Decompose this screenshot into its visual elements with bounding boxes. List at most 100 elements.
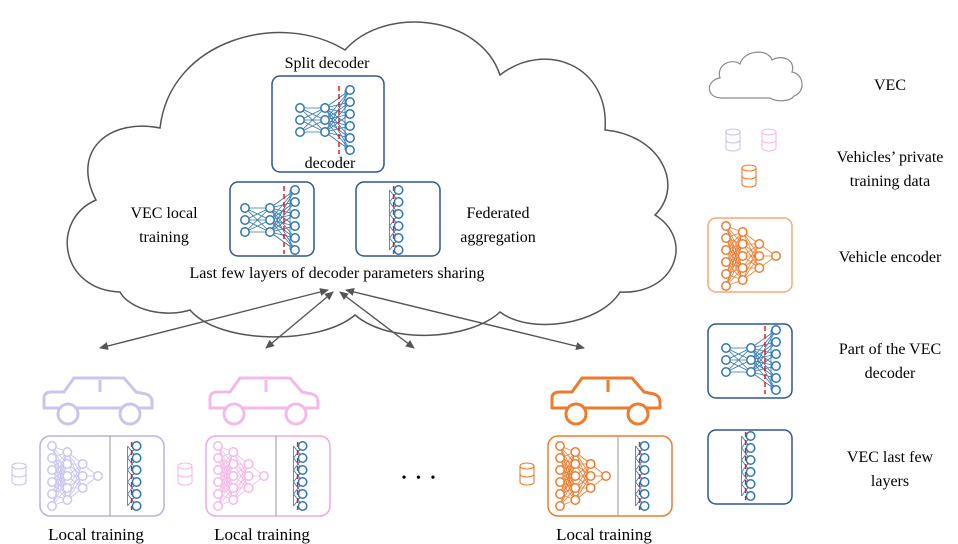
net-node — [62, 483, 73, 493]
net-node — [62, 459, 73, 469]
net-node — [721, 233, 731, 243]
net-node — [290, 233, 300, 243]
vec-local-training-net — [240, 185, 300, 255]
net-node — [745, 431, 756, 441]
net-node — [131, 441, 142, 451]
car-wheel — [222, 402, 246, 426]
net-node — [240, 215, 250, 225]
net-node — [771, 337, 781, 347]
net-node — [555, 453, 565, 463]
database-top — [741, 164, 757, 172]
database-band — [177, 473, 193, 478]
net-node — [639, 465, 650, 475]
database-body — [725, 132, 741, 152]
car-icon — [208, 376, 320, 426]
net-node — [721, 367, 731, 377]
net-node — [737, 227, 748, 237]
net-node — [345, 109, 355, 119]
vehicle-last-layers-net — [635, 441, 650, 511]
net-edge — [725, 255, 744, 287]
net-node — [131, 501, 142, 511]
legend-cloud-icon — [708, 51, 803, 102]
net-node — [290, 209, 300, 219]
split-decoder-net — [295, 85, 355, 155]
database-top — [761, 128, 777, 136]
database-band — [741, 175, 757, 180]
net-node — [746, 343, 756, 353]
arrow-to-vehicle-3 — [345, 288, 585, 350]
database-band — [725, 139, 741, 144]
split-decoder-box — [271, 75, 385, 173]
car-wheel — [118, 402, 142, 426]
net-node — [570, 471, 581, 481]
database-body — [11, 466, 27, 486]
net-node — [771, 251, 781, 261]
database-top — [177, 462, 193, 470]
car-body — [42, 376, 154, 410]
net-edge — [51, 451, 68, 483]
net-edge — [324, 89, 351, 109]
net-node — [290, 245, 300, 255]
net-node — [585, 459, 596, 469]
net-node — [721, 355, 731, 365]
net-node — [639, 441, 650, 451]
vec-local-training-label-2: training — [139, 229, 189, 246]
net-node — [240, 203, 250, 213]
net-edge — [269, 213, 296, 233]
vehicle-last-layers-net — [127, 441, 142, 511]
net-node — [297, 465, 308, 475]
net-node — [320, 127, 330, 137]
net-node — [555, 465, 565, 475]
net-node — [131, 453, 142, 463]
vehicle-3-label: Local training — [556, 525, 652, 544]
split-decoder-label: Split decoder — [285, 55, 371, 72]
net-node — [297, 489, 308, 499]
net-node — [213, 453, 223, 463]
net-node — [228, 483, 239, 493]
net-node — [47, 501, 57, 511]
legend-decoder-part-label-1: Part of the VEC — [839, 341, 941, 358]
net-node — [585, 471, 596, 481]
car-wheel — [626, 402, 650, 426]
database-top — [11, 462, 27, 470]
net-node — [639, 501, 650, 511]
database-body — [761, 132, 777, 152]
net-node — [259, 471, 269, 481]
net-node — [393, 221, 404, 231]
net-node — [570, 483, 581, 493]
net-edge — [51, 475, 68, 507]
net-node — [47, 453, 57, 463]
net-node — [721, 343, 731, 353]
net-node — [737, 275, 748, 285]
net-node — [721, 281, 731, 291]
net-edge — [299, 107, 326, 133]
net-node — [555, 477, 565, 487]
net-edge — [750, 329, 777, 373]
net-node — [213, 441, 223, 451]
federated-aggregation-net — [389, 185, 404, 255]
net-node — [265, 227, 275, 237]
net-node — [213, 477, 223, 487]
net-node — [320, 115, 330, 125]
net-node — [393, 209, 404, 219]
database-body — [177, 466, 193, 486]
net-node — [639, 477, 650, 487]
net-node — [62, 447, 73, 457]
car-icon — [42, 376, 154, 426]
net-node — [243, 483, 254, 493]
net-node — [47, 489, 57, 499]
net-node — [297, 453, 308, 463]
vehicle-ellipsis: • • • — [402, 471, 439, 486]
net-edge — [750, 329, 777, 361]
net-node — [745, 443, 756, 453]
database-icon — [725, 128, 741, 152]
net-edge — [750, 353, 777, 373]
vehicle-2 — [177, 376, 331, 517]
vec-local-training-label-1: VEC local — [130, 205, 198, 222]
database-icon — [519, 462, 535, 486]
vec-cloud — [66, 21, 677, 338]
net-node — [639, 453, 650, 463]
net-node — [345, 97, 355, 107]
net-edge — [750, 329, 777, 349]
car-body — [208, 376, 320, 410]
